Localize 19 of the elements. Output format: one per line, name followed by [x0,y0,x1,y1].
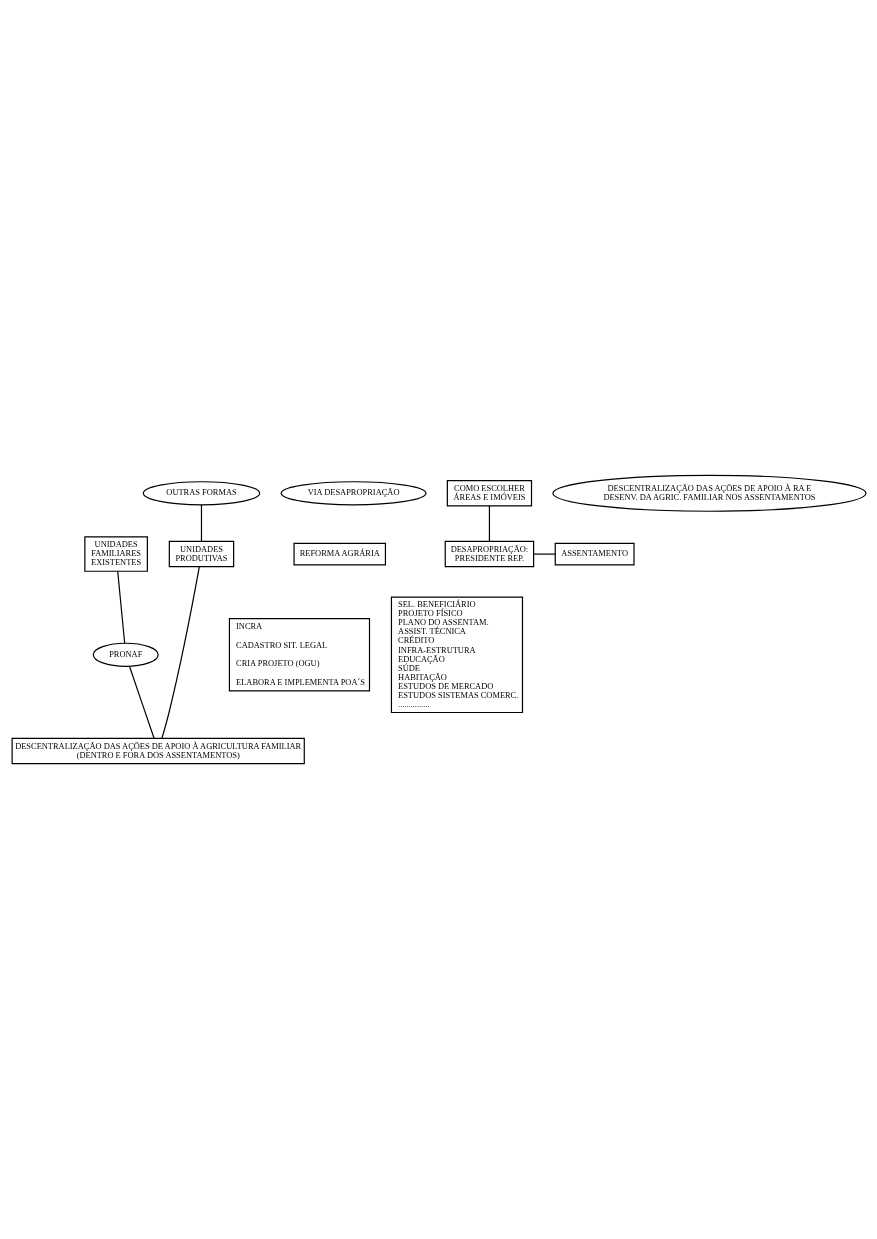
connector [488,505,490,543]
node-ellipse: PRONAF [92,642,159,667]
node-box: UNIDADES FAMILIARES EXISTENTES [83,536,148,572]
connector [160,566,200,739]
node-box: ASSENTAMENTO [554,542,635,566]
connector [128,665,155,739]
connector [116,570,125,644]
node-box: DESAPROPRIAÇÃO: PRESIDENTE REP. [444,540,534,568]
node-box: SEL. BENEFICIÁRIO PROJETO FÍSICO PLANO DO ASSENTAM. ASSIST. TÉCNICA CRÉDITO INFRA-ESTRUTURA EDUCAÇÃO SÚDE HABITAÇÃO ESTUDOS DE MERCADO ESTUDOS SISTEMAS COMERC. ............... [390,596,523,714]
node-box: REFORMA AGRÁRIA [292,542,386,566]
node-box: INCRA CADASTRO SIT. LEGAL CRIA PROJETO (OGU) ELABORA E IMPLEMENTA POA´S [228,618,370,692]
node-box: UNIDADES PRODUTIVAS [168,540,234,568]
node-ellipse: OUTRAS FORMAS [142,481,260,506]
node-box: DESCENTRALIZAÇÃO DAS AÇÕES DE APOIO À AGRICULTURA FAMILIAR (DENTRO E FORA DOS ASSENTAMENTOS) [11,737,305,765]
node-ellipse: VIA DESAPROPRIAÇÃO [280,481,427,506]
connector [200,504,202,542]
node-box: COMO ESCOLHER ÁREAS E IMÓVEIS [446,480,532,507]
connector [532,553,556,555]
node-ellipse: DESCENTRALIZAÇÃO DAS AÇÕES DE APOIO À RA E DESENV. DA AGRIC. FAMILIAR NOS ASSENTAMENTOS [551,474,867,512]
